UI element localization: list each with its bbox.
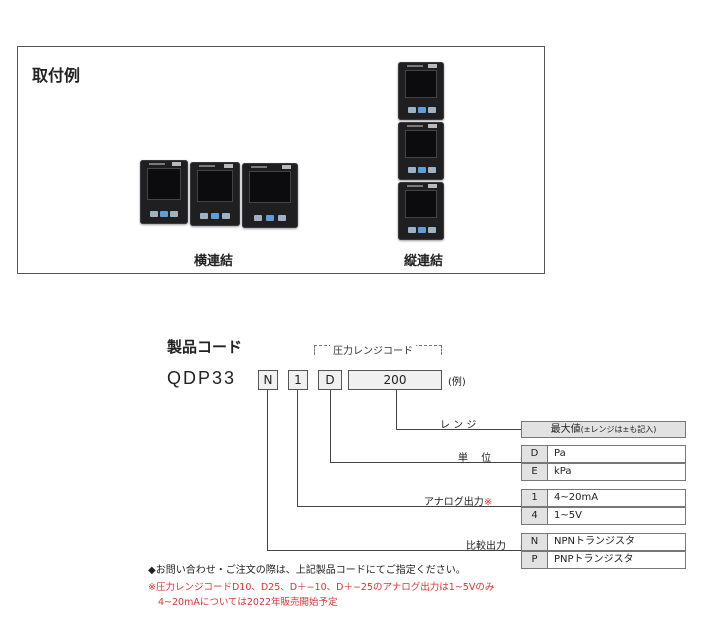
compare-connector-vertical (267, 390, 268, 551)
analog-value-4-20ma: 4~20mA (547, 489, 686, 507)
compare-key-n: N (521, 533, 548, 551)
range-code-header-text: 圧力レンジコード (333, 346, 413, 357)
unit-connector-vertical (330, 390, 331, 463)
sensor-unit (398, 122, 444, 180)
unit-value-kpa: kPa (547, 463, 686, 481)
unit-key-d: D (521, 445, 548, 463)
analog-label: アナログ出力※ (424, 493, 492, 508)
vertical-connection-image (398, 62, 446, 242)
analog-label-text: アナログ出力 (424, 497, 484, 508)
order-contact-note: ◆お問い合わせ・ご注文の際は、上記製品コードにてご指定ください。 (148, 565, 466, 576)
range-label: レ ン ジ (440, 420, 477, 431)
model-number: QDP33 (167, 368, 237, 388)
sensor-unit (140, 160, 188, 224)
unit-key-e: E (521, 463, 548, 481)
horizontal-connection-image (140, 160, 300, 228)
unit-connector-horizontal (330, 462, 521, 463)
sensor-unit (398, 182, 444, 240)
compare-label: 比較出力 (466, 541, 506, 552)
analog-footnote-line-2: 4~20mAについては2022年販売開始予定 (158, 597, 338, 608)
analog-key-1: 1 (521, 489, 548, 507)
compare-key-p: P (521, 551, 548, 569)
compare-value-pnp: PNPトランジスタ (547, 551, 686, 569)
analog-connector-vertical (297, 390, 298, 507)
analog-value-1-5v: 1~5V (547, 507, 686, 525)
horizontal-connection-caption: 横連結 (194, 254, 234, 269)
vertical-connection-caption: 縦連結 (404, 254, 444, 269)
range-code-header: 圧力レンジコード (330, 342, 416, 357)
analog-footnote-mark: ※ (483, 497, 493, 508)
sensor-unit (190, 162, 240, 226)
mounting-example-title: 取付例 (32, 66, 81, 85)
range-max-cell: 最大値(±レンジは±も記入) (521, 421, 686, 438)
product-code-heading: 製品コード (167, 338, 243, 356)
code-box-analog: 1 (288, 370, 308, 390)
range-sign-note: (±レンジは±も記入) (580, 425, 657, 434)
sensor-unit (242, 163, 298, 228)
analog-connector-horizontal (297, 506, 521, 507)
analog-footnote-line-1: ※圧力レンジコードD10、D25、D＋−10、D＋−25のアナログ出力は1~5V… (148, 582, 495, 593)
unit-label: 単 位 (458, 453, 492, 464)
code-box-range: 200 (348, 370, 442, 390)
sensor-unit (398, 62, 444, 120)
code-box-compare: N (258, 370, 278, 390)
analog-key-4: 4 (521, 507, 548, 525)
compare-connector-horizontal (267, 550, 521, 551)
mounting-example-frame (17, 46, 545, 274)
compare-value-npn: NPNトランジスタ (547, 533, 686, 551)
code-box-unit: D (318, 370, 342, 390)
range-connector-horizontal (396, 429, 521, 430)
range-max-text: 最大値 (550, 424, 581, 435)
unit-value-pa: Pa (547, 445, 686, 463)
range-connector-vertical (396, 390, 397, 430)
example-note: (例) (448, 377, 466, 388)
